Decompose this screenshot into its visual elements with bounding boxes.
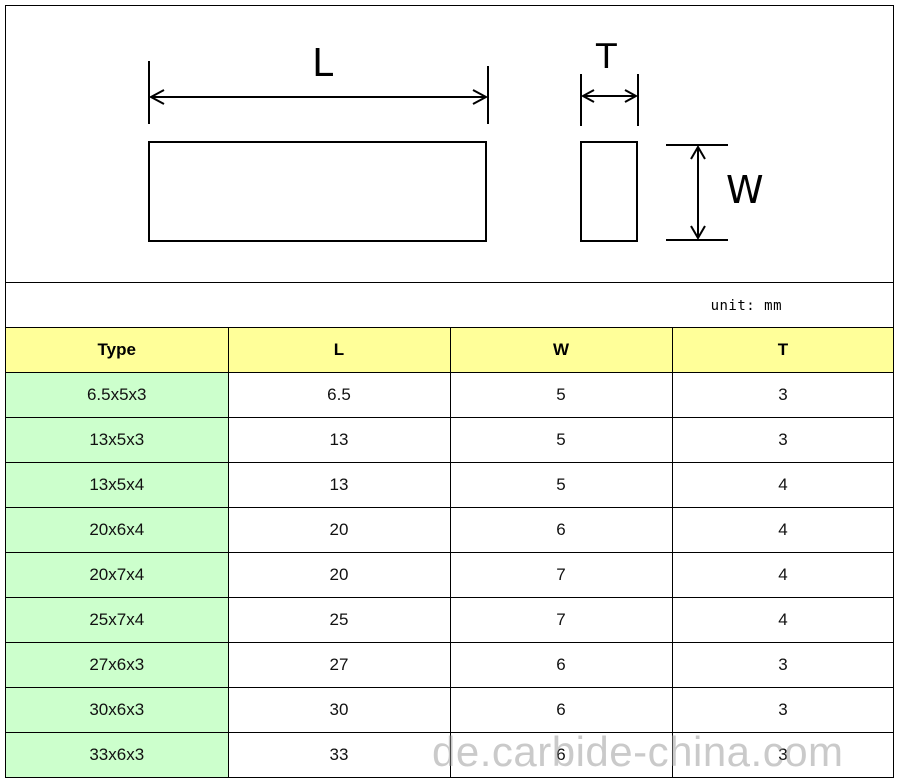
cell-type: 27x6x3 <box>6 642 229 688</box>
dimension-diagram: L T W <box>6 6 893 283</box>
header-thickness: T <box>671 328 893 373</box>
cell-width: 7 <box>449 597 673 643</box>
header-width: W <box>449 328 673 373</box>
cell-length: 25 <box>227 597 451 643</box>
cell-thickness: 3 <box>671 642 893 688</box>
spec-sheet: L T W unit: mm <box>5 5 894 778</box>
thickness-arrow-right <box>624 89 639 103</box>
spec-table: Type L W T 6.5x5x3 6.5 5 3 13x5x3 13 5 3… <box>6 328 893 777</box>
cell-type: 30x6x3 <box>6 687 229 733</box>
cell-thickness: 4 <box>671 462 893 508</box>
end-view-rect <box>580 141 638 242</box>
table-row: 30x6x3 30 6 3 <box>6 687 893 733</box>
cell-width: 6 <box>449 507 673 553</box>
cell-length: 13 <box>227 462 451 508</box>
cell-width: 6 <box>449 732 673 777</box>
table-row: 25x7x4 25 7 4 <box>6 597 893 643</box>
cell-thickness: 3 <box>671 687 893 733</box>
length-arrow-right <box>472 89 489 105</box>
cell-width: 5 <box>449 372 673 418</box>
width-arrow-bottom <box>690 225 706 240</box>
cell-width: 7 <box>449 552 673 598</box>
cell-type: 6.5x5x3 <box>6 372 229 418</box>
cell-type: 33x6x3 <box>6 732 229 777</box>
cell-length: 20 <box>227 507 451 553</box>
cell-type: 13x5x4 <box>6 462 229 508</box>
length-label: L <box>312 41 333 85</box>
width-label: W <box>726 168 764 212</box>
side-view-rect <box>148 141 487 242</box>
table-row: 6.5x5x3 6.5 5 3 <box>6 372 893 418</box>
cell-type: 20x6x4 <box>6 507 229 553</box>
width-arrow-top <box>690 145 706 160</box>
thickness-arrow-left <box>580 89 595 103</box>
table-row: 33x6x3 33 6 3 <box>6 732 893 777</box>
cell-length: 33 <box>227 732 451 777</box>
cell-thickness: 3 <box>671 417 893 463</box>
dimension-drawing: L T W <box>148 37 764 242</box>
cell-width: 6 <box>449 642 673 688</box>
cell-width: 5 <box>449 417 673 463</box>
thickness-label: T <box>595 37 617 77</box>
cell-length: 30 <box>227 687 451 733</box>
length-arrow-left <box>148 89 165 105</box>
cell-thickness: 3 <box>671 372 893 418</box>
table-row: 13x5x3 13 5 3 <box>6 417 893 463</box>
cell-thickness: 3 <box>671 732 893 777</box>
cell-width: 6 <box>449 687 673 733</box>
header-length: L <box>227 328 451 373</box>
unit-row: unit: mm <box>6 283 893 328</box>
table-row: 20x6x4 20 6 4 <box>6 507 893 553</box>
table-row: 27x6x3 27 6 3 <box>6 642 893 688</box>
table-header-row: Type L W T <box>6 328 893 373</box>
table-row: 13x5x4 13 5 4 <box>6 462 893 508</box>
cell-thickness: 4 <box>671 597 893 643</box>
cell-type: 25x7x4 <box>6 597 229 643</box>
cell-thickness: 4 <box>671 552 893 598</box>
cell-length: 13 <box>227 417 451 463</box>
cell-length: 27 <box>227 642 451 688</box>
cell-width: 5 <box>449 462 673 508</box>
unit-note: unit: mm <box>710 298 782 314</box>
table-row: 20x7x4 20 7 4 <box>6 552 893 598</box>
cell-thickness: 4 <box>671 507 893 553</box>
cell-type: 13x5x3 <box>6 417 229 463</box>
cell-length: 6.5 <box>227 372 451 418</box>
cell-length: 20 <box>227 552 451 598</box>
header-type: Type <box>6 328 229 373</box>
cell-type: 20x7x4 <box>6 552 229 598</box>
